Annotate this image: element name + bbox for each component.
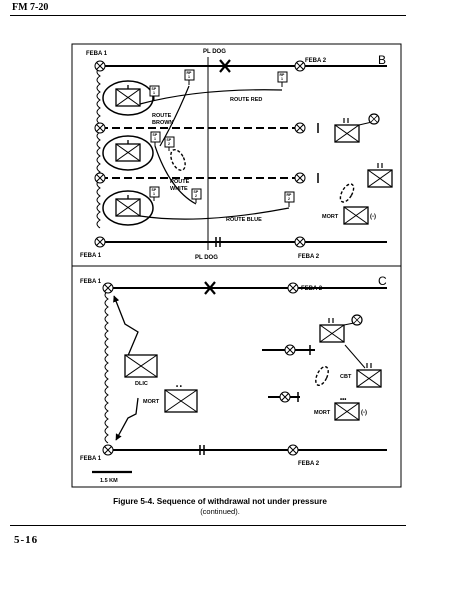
panel-b-route-white-label-2: WHITE <box>170 186 188 192</box>
panel-c-unit-right-1 <box>319 314 363 343</box>
panel-b-company-position-1 <box>102 80 154 116</box>
svg-text:SP: SP <box>152 87 157 91</box>
panel-b-route-white <box>154 145 197 205</box>
footer-rule <box>10 525 406 526</box>
svg-text:1: 1 <box>153 192 155 196</box>
panel-c-boundary-ticks <box>199 445 205 455</box>
panel-b-route-brown <box>159 85 190 147</box>
panel-b-route-blue <box>139 207 290 220</box>
svg-text:1: 1 <box>281 77 283 81</box>
panel-b-pl-top-label: PL DOG <box>203 49 226 55</box>
panel-b-unit-right-1 <box>334 113 380 143</box>
panel-c-dlic-unit <box>124 354 158 378</box>
panel-c-right-ticks <box>297 345 311 402</box>
panel-c-dlic-label: DLIC <box>135 381 148 387</box>
svg-text:RP: RP <box>187 71 193 75</box>
svg-text:1: 1 <box>188 75 190 79</box>
panel-b-route-red <box>139 89 283 105</box>
panel-b-route-red-label: ROUTE RED <box>230 97 262 103</box>
panel-b-route-white-label-1: ROUTE <box>170 179 190 185</box>
panel-c-comm-arrow-top <box>113 295 139 359</box>
panel-b-unit-right-2 <box>367 163 393 188</box>
panel-c-feba2-bottom-label: FEBA 2 <box>298 461 320 467</box>
panel-b-route-brown-label-2: BROWN <box>152 120 173 126</box>
panel-c-cbt-link <box>344 344 366 369</box>
panel-c-mortar-dots: • • <box>176 384 182 390</box>
panel-c-assembly-area <box>315 365 329 387</box>
panel-c-feba1-bottom-label: FEBA 1 <box>80 456 102 462</box>
panel-b-boundary-ticks <box>215 123 319 247</box>
panel-b-mortar-label: MORT <box>322 214 339 220</box>
panel-b-company-position-3 <box>102 190 154 226</box>
panel-c-mortar-label: MORT <box>143 399 160 405</box>
panel-b-assembly-area <box>170 149 186 171</box>
panel-b-mortar-unit-label: (-) <box>370 214 376 220</box>
svg-text:SP: SP <box>194 190 199 194</box>
svg-text:SP: SP <box>152 188 157 192</box>
svg-text:2: 2 <box>168 142 170 146</box>
panel-b-route-blue-label: ROUTE BLUE <box>226 217 262 223</box>
panel-c-mortar2-unit <box>334 402 360 421</box>
panel-b-route-brown-label-1: ROUTE <box>152 113 172 119</box>
panel-b-letter: B <box>378 53 386 67</box>
panel-b-boundary-x-symbol <box>219 59 231 73</box>
panel-c-cbt-label: CBT <box>340 374 352 380</box>
panel-b-mortar-unit <box>343 206 369 225</box>
panel-c-contact-point-markers <box>102 282 299 456</box>
panel-b-pl-bottom-label: PL DOG <box>195 255 218 261</box>
panel-b-feba1-bottom-label: FEBA 1 <box>80 253 102 259</box>
panel-c-mortar2-dots: ••• <box>340 397 346 403</box>
panel-c-feba1-top-label: FEBA 1 <box>80 279 102 285</box>
svg-text:1: 1 <box>153 91 155 95</box>
panel-b-assembly-area-right <box>339 183 355 203</box>
svg-text:SP: SP <box>167 138 172 142</box>
panel-c-right-markers <box>279 344 296 403</box>
panel-c-letter: C <box>378 274 387 288</box>
svg-text:1: 1 <box>154 137 156 141</box>
svg-text:SP: SP <box>153 133 158 137</box>
panel-c-comm-arrow-bottom <box>115 397 139 441</box>
panel-c-scale-label: 1.5 KM <box>100 478 118 484</box>
svg-text:RP: RP <box>280 73 286 77</box>
panel-b-feba1-top-label: FEBA 1 <box>86 51 108 57</box>
panel-c-boundary-x-symbol <box>204 281 216 295</box>
panel-b-feba1-trace <box>96 67 101 229</box>
page-number: 5-16 <box>14 534 39 546</box>
header-rule <box>10 15 406 16</box>
panel-c-mortar-unit <box>164 389 198 413</box>
figure-caption-line-1: Figure 5-4. Sequence of withdrawal not u… <box>113 497 327 506</box>
svg-text:RP: RP <box>287 193 293 197</box>
panel-c-feba1-trace <box>104 290 109 444</box>
panel-b-feba2-top-label: FEBA 2 <box>305 58 327 64</box>
panel-c-frame <box>71 265 402 488</box>
panel-c-mortar2-unit-label: (-) <box>361 410 367 416</box>
panel-b-contact-point-markers <box>94 60 306 248</box>
panel-b-company-position-2 <box>102 135 154 171</box>
document-id: FM 7-20 <box>12 2 49 13</box>
figure-caption: Figure 5-4. Sequence of withdrawal not u… <box>70 497 370 517</box>
svg-text:2: 2 <box>288 197 290 201</box>
panel-c-cbt-unit <box>356 363 382 388</box>
svg-text:2: 2 <box>195 194 197 198</box>
panel-b-release-point-flags: SP1 RP1 SP1 SP2 RP1 SP1 SP2 RP2 <box>149 69 295 207</box>
figure-caption-line-2: (continued). <box>200 507 240 516</box>
panel-c-mortar2-label: MORT <box>314 410 331 416</box>
panel-b-feba2-bottom-label: FEBA 2 <box>298 254 320 260</box>
